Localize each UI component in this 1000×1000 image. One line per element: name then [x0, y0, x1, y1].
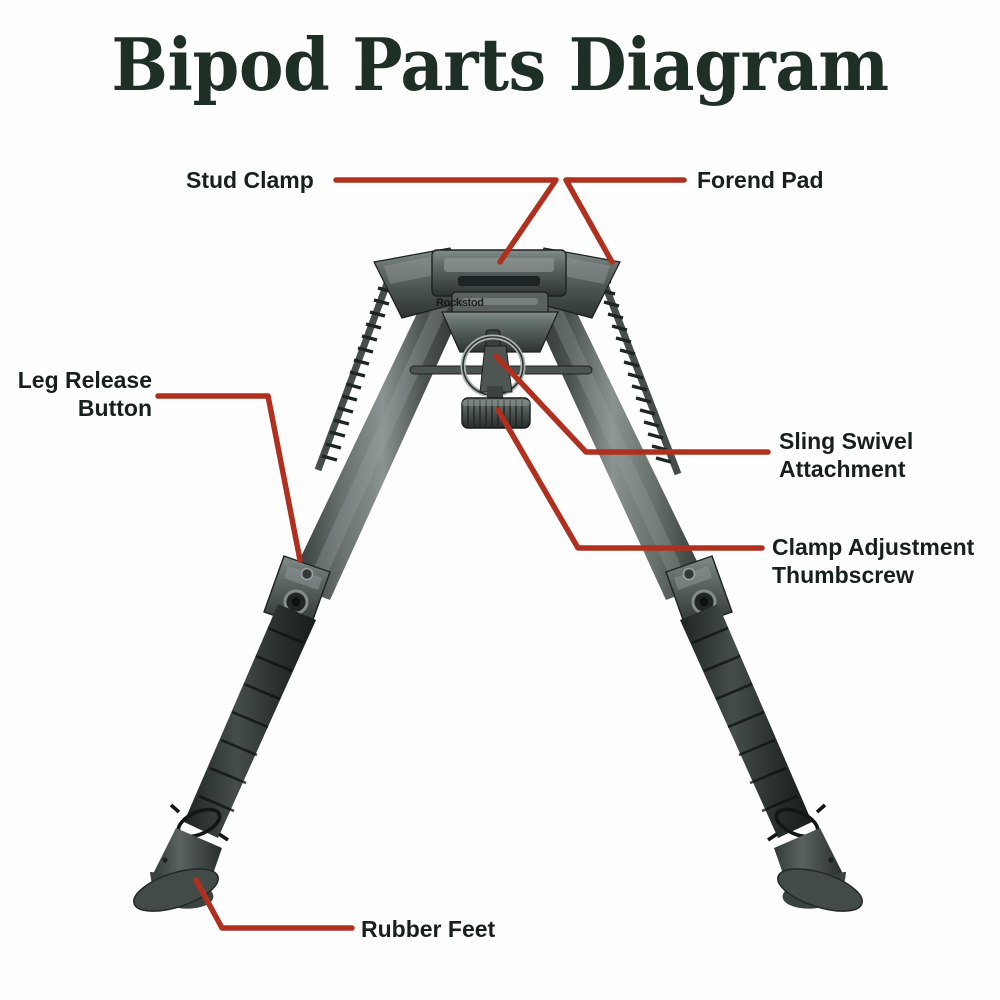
brand-mark: Rockstod: [436, 297, 484, 309]
label-rubber-feet: Rubber Feet: [361, 916, 496, 942]
leader-rubber-feet: [193, 877, 355, 931]
left-leg-assembly: [133, 268, 470, 912]
right-leg-spring: [596, 270, 682, 476]
right-upper-leg: [524, 282, 708, 600]
leader-sling-swivel: [493, 353, 771, 455]
right-leg-assembly: [524, 270, 863, 912]
leader-stud-clamp: [333, 177, 559, 265]
leader-leg-release: [155, 393, 303, 563]
left-lower-leg: [184, 604, 316, 838]
left-leg-release-button: [263, 555, 331, 629]
leader-clamp-screw: [495, 407, 765, 551]
right-lower-leg: [680, 604, 812, 838]
label-sling-swivel-attachment: Sling Swivel Attachment: [779, 428, 914, 482]
sling-swivel-attachment: [460, 329, 526, 398]
page-title: Bipod Parts Diagram: [111, 22, 889, 107]
right-rubber-foot: [774, 828, 863, 912]
label-stud-clamp: Stud Clamp: [186, 167, 314, 193]
right-leg-notches: [691, 626, 798, 813]
right-head-wing: [523, 247, 621, 319]
left-leg-spring: [314, 268, 396, 472]
stud-clamp-block: [431, 249, 567, 297]
head-axle-bar: [409, 365, 593, 375]
clamp-adjustment-thumbscrew: [461, 386, 531, 429]
label-forend-pad: Forend Pad: [697, 167, 824, 193]
left-spring-coils: [321, 274, 397, 462]
left-leg-notches: [198, 626, 305, 813]
bipod-head-assembly: [373, 247, 621, 429]
label-clamp-adjustment-thumbscrew: Clamp Adjustment Thumbscrew: [772, 534, 975, 588]
left-foot-clip: [169, 803, 229, 842]
leader-forend-pad: [563, 177, 687, 265]
left-upper-leg: [288, 282, 470, 600]
head-body: [441, 311, 559, 353]
left-rubber-foot: [133, 828, 222, 912]
right-leg-release-button: [665, 555, 733, 629]
right-spring-coils: [595, 276, 672, 464]
label-leg-release-button: Leg Release Button: [17, 367, 152, 421]
right-foot-clip: [767, 803, 827, 842]
